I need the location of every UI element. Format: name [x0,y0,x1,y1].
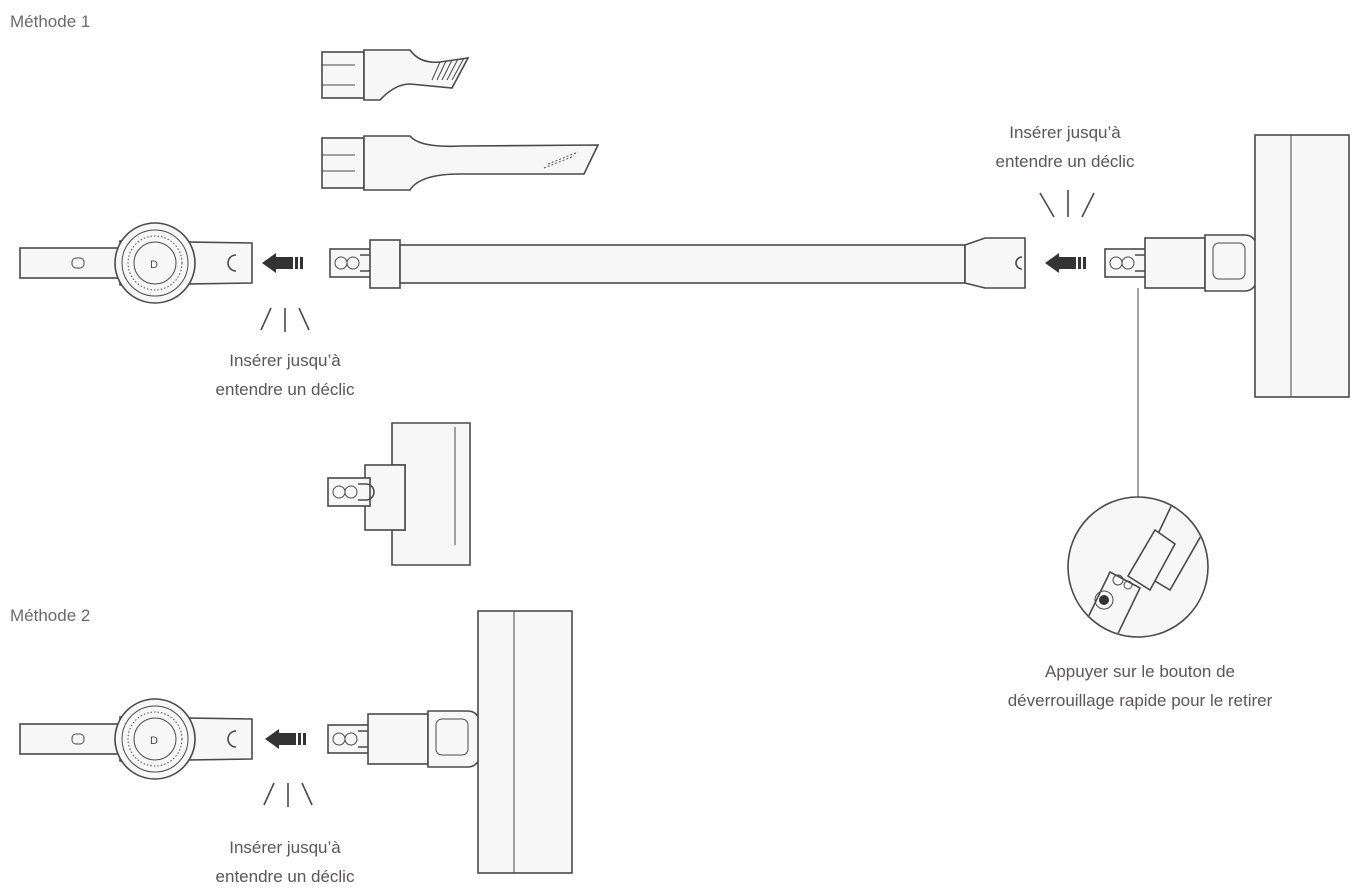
click-marks-1 [260,307,310,333]
click-label-1-line1: Insérer jusqu’à [229,351,341,370]
quick-release-detail [1067,496,1209,638]
crevice-tool [321,135,600,191]
insert-arrow-1 [262,253,303,273]
release-label: Appuyer sur le bouton de déverrouillage … [980,657,1300,715]
extension-tube [329,237,1026,289]
click-label-1: Insérer jusqu’à entendre un déclic [180,346,390,404]
click-label-3: Insérer jusqu’à entendre un déclic [180,833,390,891]
dusting-brush-tool [321,49,470,101]
click-marks-2 [1039,190,1095,218]
method-2-title: Méthode 2 [10,606,91,625]
click-label-3-line2: entendre un déclic [215,867,355,886]
release-label-line1: Appuyer sur le bouton de [1045,662,1235,681]
click-label-1-line2: entendre un déclic [215,380,355,399]
method-1-title: Méthode 1 [10,12,91,31]
handheld-vacuum-body-2 [19,698,253,780]
click-label-3-line1: Insérer jusqu’à [229,838,341,857]
handheld-vacuum-body [19,222,253,304]
click-marks-3 [263,782,313,808]
insert-arrow-3 [265,729,306,749]
mini-motorized-brush [327,422,471,566]
click-label-2: Insérer jusqu’à entendre un déclic [960,118,1170,176]
click-label-2-line1: Insérer jusqu’à [1009,123,1121,142]
insert-arrow-2 [1045,253,1086,273]
click-label-2-line2: entendre un déclic [995,152,1135,171]
release-label-line2: déverrouillage rapide pour le retirer [1007,691,1273,710]
